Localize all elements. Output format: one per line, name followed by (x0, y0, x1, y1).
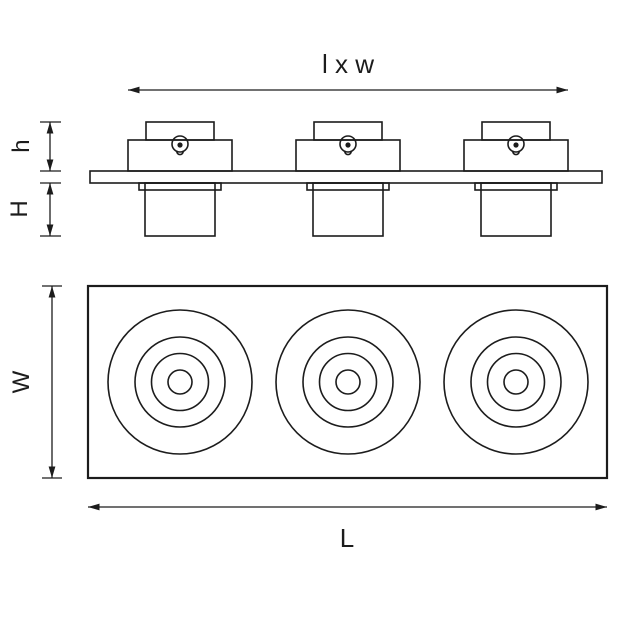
mid-ring (302, 336, 394, 428)
module-top-tab (145, 121, 215, 141)
screw-icon (507, 135, 525, 153)
module-recess-body (480, 182, 552, 237)
arrowhead-up-icon (48, 286, 56, 298)
dimension-H: H (6, 182, 61, 237)
module-flange (474, 182, 558, 191)
screw-icon (171, 135, 189, 153)
label-lxw: l x w (322, 49, 374, 79)
arrowhead-left-icon (128, 86, 140, 94)
faceplate-outline (86, 284, 609, 480)
module-recess-body (312, 182, 384, 237)
dimension-lxw: l x w (128, 49, 568, 94)
mid-ring (134, 336, 226, 428)
spot-module-side-3 (463, 121, 569, 237)
outer-ring (275, 309, 421, 455)
module-flange (306, 182, 390, 191)
module-top-tab (481, 121, 551, 141)
screw-center-dot (345, 142, 351, 148)
arrowhead-up-icon (46, 122, 54, 134)
inner-ring (318, 352, 378, 412)
dimension-W: W (8, 285, 62, 479)
module-upper-box (295, 139, 401, 172)
outer-ring (443, 309, 589, 455)
label-h: h (8, 139, 35, 152)
arrowhead-left-icon (88, 503, 100, 511)
spotlight-rings-3 (443, 309, 589, 455)
lamp-hole (167, 369, 193, 395)
screw-center-dot (177, 142, 183, 148)
label-H: H (6, 200, 33, 217)
label-W: W (8, 370, 35, 393)
screw-clip (175, 150, 185, 156)
arrowhead-down-icon (46, 224, 54, 236)
screw-icon (339, 135, 357, 153)
outer-ring (107, 309, 253, 455)
screw-clip (343, 150, 353, 156)
spot-module-side-1 (127, 121, 233, 237)
lamp-hole (335, 369, 361, 395)
module-top-tab (313, 121, 383, 141)
inner-ring (486, 352, 546, 412)
dimension-L: L (88, 503, 607, 553)
module-upper-box (127, 139, 233, 172)
spotlight-rings-1 (107, 309, 253, 455)
arrowhead-right-icon (556, 86, 568, 94)
spot-module-side-2 (295, 121, 401, 237)
mid-ring (470, 336, 562, 428)
screw-clip (511, 150, 521, 156)
mounting-plate (89, 170, 603, 184)
spotlight-rings-2 (275, 309, 421, 455)
lamp-hole (503, 369, 529, 395)
label-L: L (340, 523, 354, 553)
side-view (89, 121, 603, 237)
arrowhead-down-icon (48, 466, 56, 478)
arrowhead-down-icon (46, 159, 54, 171)
module-upper-box (463, 139, 569, 172)
inner-ring (150, 352, 210, 412)
dimension-h: h (8, 121, 61, 172)
module-recess-body (144, 182, 216, 237)
front-view (86, 284, 609, 480)
screw-center-dot (513, 142, 519, 148)
module-flange (138, 182, 222, 191)
arrowhead-up-icon (46, 183, 54, 195)
arrowhead-right-icon (595, 503, 607, 511)
